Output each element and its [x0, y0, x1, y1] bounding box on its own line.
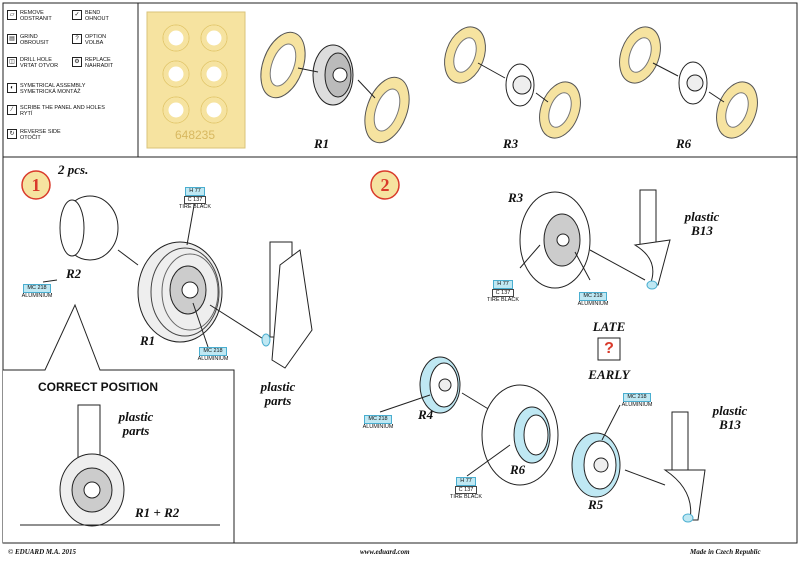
legend-item: ▱REMOVE ODSTRANIT — [7, 10, 52, 22]
step1-circle — [21, 170, 51, 200]
legend-label: REVERSE SIDE OTOČIT — [20, 129, 61, 142]
correct-plastic-parts: plastic parts — [118, 409, 154, 438]
step2-b13-bottom-label: plastic B13 — [712, 403, 748, 432]
legend-item: ▤GRIND OBROUSIT — [7, 34, 49, 46]
correct-position-drawing — [20, 404, 220, 527]
grind-icon: ▤ — [7, 34, 17, 44]
top-label-r1: R1 — [314, 136, 330, 151]
step2-circle — [370, 170, 400, 200]
top-label-r3: R3 — [503, 136, 519, 151]
reverse-side-icon: ↻ — [7, 129, 17, 139]
option-icon: ? — [72, 34, 82, 44]
top-label-r6: R6 — [676, 136, 692, 151]
correct-label: R1 + R2 — [135, 505, 180, 520]
step2-b13-bottom — [663, 411, 706, 523]
top-r1-assembly — [260, 31, 410, 144]
legend-item: ↻REVERSE SIDE OTOČIT — [7, 129, 61, 141]
mask-sheet-code: 648235 — [174, 128, 216, 142]
step2-r4-callout: MC 218 ALUMINIUM — [362, 415, 394, 430]
legend-label: OPTION VOLBA — [85, 34, 107, 47]
legend-label: BEND OHNOUT — [85, 10, 109, 23]
scribe-icon: ⁄ — [7, 105, 17, 115]
legend-item: ⁄SCRIBE THE PANEL AND HOLES RYTÍ — [7, 105, 105, 117]
top-r3-assembly — [444, 26, 581, 139]
drill-hole-icon: ◫ — [7, 57, 17, 67]
step1-plastic-parts: plastic parts — [260, 379, 296, 408]
remove-icon: ▱ — [7, 10, 17, 20]
step2-number: 2 — [380, 175, 390, 195]
late-label: LATE — [592, 319, 626, 334]
legend-label: REPLACE NAHRADIT — [85, 57, 114, 70]
step1-hub-callout: MC 218 ALUMINIUM — [197, 347, 229, 362]
step1-r2-callout: MC 218 ALUMINIUM — [21, 284, 53, 299]
legend-label: REMOVE ODSTRANIT — [20, 10, 52, 23]
step1-count: 2 pcs. — [58, 162, 89, 177]
legend-item: ◫DRILL HOLE VRTAT OTVOR — [7, 57, 58, 69]
early-label: EARLY — [588, 367, 630, 382]
step2-r5-hub — [571, 432, 666, 498]
footer-website[interactable]: www.eduard.com — [360, 548, 410, 556]
step1-tire-callout: H 77 C 137 TIRE BLACK — [178, 187, 212, 210]
footer-made-in: Made in Czech Republic — [690, 548, 761, 556]
legend-item: ?OPTION VOLBA — [72, 34, 106, 46]
step2-r4-hub — [419, 356, 491, 414]
legend-label: SYMETRICAL ASSEMBLY SYMETRICKÁ MONTÁŽ — [20, 83, 86, 96]
legend-label: GRIND OBROUSIT — [20, 34, 49, 47]
step2-r3-wheel — [519, 191, 646, 289]
step2-b13-top-label: plastic B13 — [684, 209, 720, 238]
legend-item: ⚙REPLACE NAHRADIT — [72, 57, 113, 69]
option-box — [597, 337, 621, 361]
footer-copyright: © EDUARD M.A. 2015 — [8, 548, 77, 556]
step2-b13-top — [633, 189, 671, 290]
step1-r2-hub — [59, 195, 139, 266]
step2-r5-callout: MC 218 ALUMINIUM — [621, 393, 653, 408]
step1-r2-label: R2 — [66, 266, 82, 281]
step1-number: 1 — [31, 175, 41, 195]
bend-icon: ✓ — [72, 10, 82, 20]
step2-r6-label: R6 — [510, 462, 526, 477]
step2-r6-callout: H 77 C 137 TIRE BLACK — [449, 477, 483, 500]
option-mark: ? — [604, 340, 614, 357]
step2-r3-label: R3 — [508, 190, 524, 205]
correct-position-title: CORRECT POSITION — [38, 380, 159, 394]
top-r6-assembly — [619, 26, 758, 139]
step2-r4-label: R4 — [418, 407, 434, 422]
step2-r3-hub-callout: MC 218 ALUMINIUM — [577, 292, 609, 307]
step1-r1-wheel — [137, 241, 266, 343]
step2-r3-tire-callout: H 77 C 137 TIRE BLACK — [486, 280, 520, 303]
legend-label: DRILL HOLE VRTAT OTVOR — [20, 57, 59, 70]
symmetrical-assembly-icon: ◐ — [7, 83, 17, 93]
legend-item: ✓BEND OHNOUT — [72, 10, 109, 22]
replace-icon: ⚙ — [72, 57, 82, 67]
step1-strut — [261, 241, 313, 369]
legend-item: ◐SYMETRICAL ASSEMBLY SYMETRICKÁ MONTÁŽ — [7, 83, 85, 95]
step2-r6-wheel — [481, 384, 559, 486]
step1-r1-label: R1 — [140, 333, 156, 348]
step2-r5-label: R5 — [588, 497, 604, 512]
legend-label: SCRIBE THE PANEL AND HOLES RYTÍ — [20, 105, 105, 118]
